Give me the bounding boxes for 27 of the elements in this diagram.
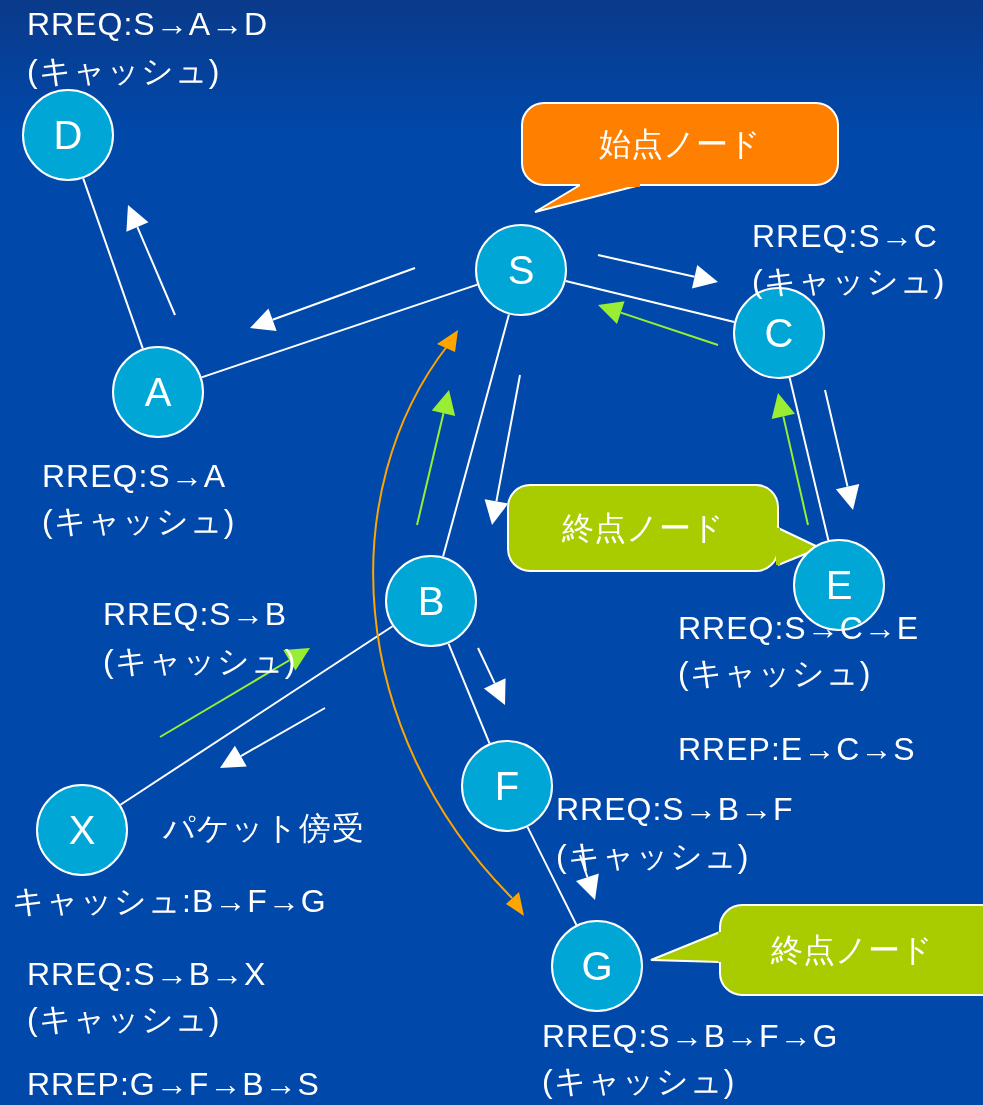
link-line	[447, 642, 491, 745]
bubble-label: 終点ノード	[562, 512, 724, 544]
route-label: RREQ:S→B→F→G	[542, 1020, 839, 1052]
link-line	[82, 177, 144, 350]
route-label: RREQ:S→B→X	[27, 958, 267, 990]
route-label: (キャッシュ)	[27, 1003, 221, 1035]
route-label: (キャッシュ)	[542, 1065, 736, 1097]
route-label: パケット傍受	[163, 812, 365, 844]
link-line	[200, 283, 479, 379]
bubble-label: 終点ノード	[770, 934, 933, 966]
route-label: キャッシュ:B→F→G	[12, 885, 327, 917]
route-label: RREP:G→F→B→S	[27, 1068, 320, 1100]
link-line	[526, 826, 578, 926]
link-line	[788, 376, 830, 542]
route-label: (キャッシュ)	[678, 657, 872, 689]
route-label: RREQ:S→A	[42, 460, 227, 492]
route-label: RREQ:S→B	[103, 598, 288, 630]
route-label: RREQ:S→C	[752, 220, 938, 252]
route-label: (キャッシュ)	[27, 55, 221, 87]
bubble-label: 始点ノード	[599, 128, 761, 160]
route-label: RREQ:S→B→F	[556, 793, 794, 825]
link-line	[119, 625, 394, 806]
link-line	[442, 313, 510, 558]
route-label: RREP:E→C→S	[678, 733, 916, 765]
route-label: RREQ:S→A→D	[27, 8, 269, 40]
link-line	[564, 279, 736, 324]
route-label: (キャッシュ)	[42, 505, 236, 537]
